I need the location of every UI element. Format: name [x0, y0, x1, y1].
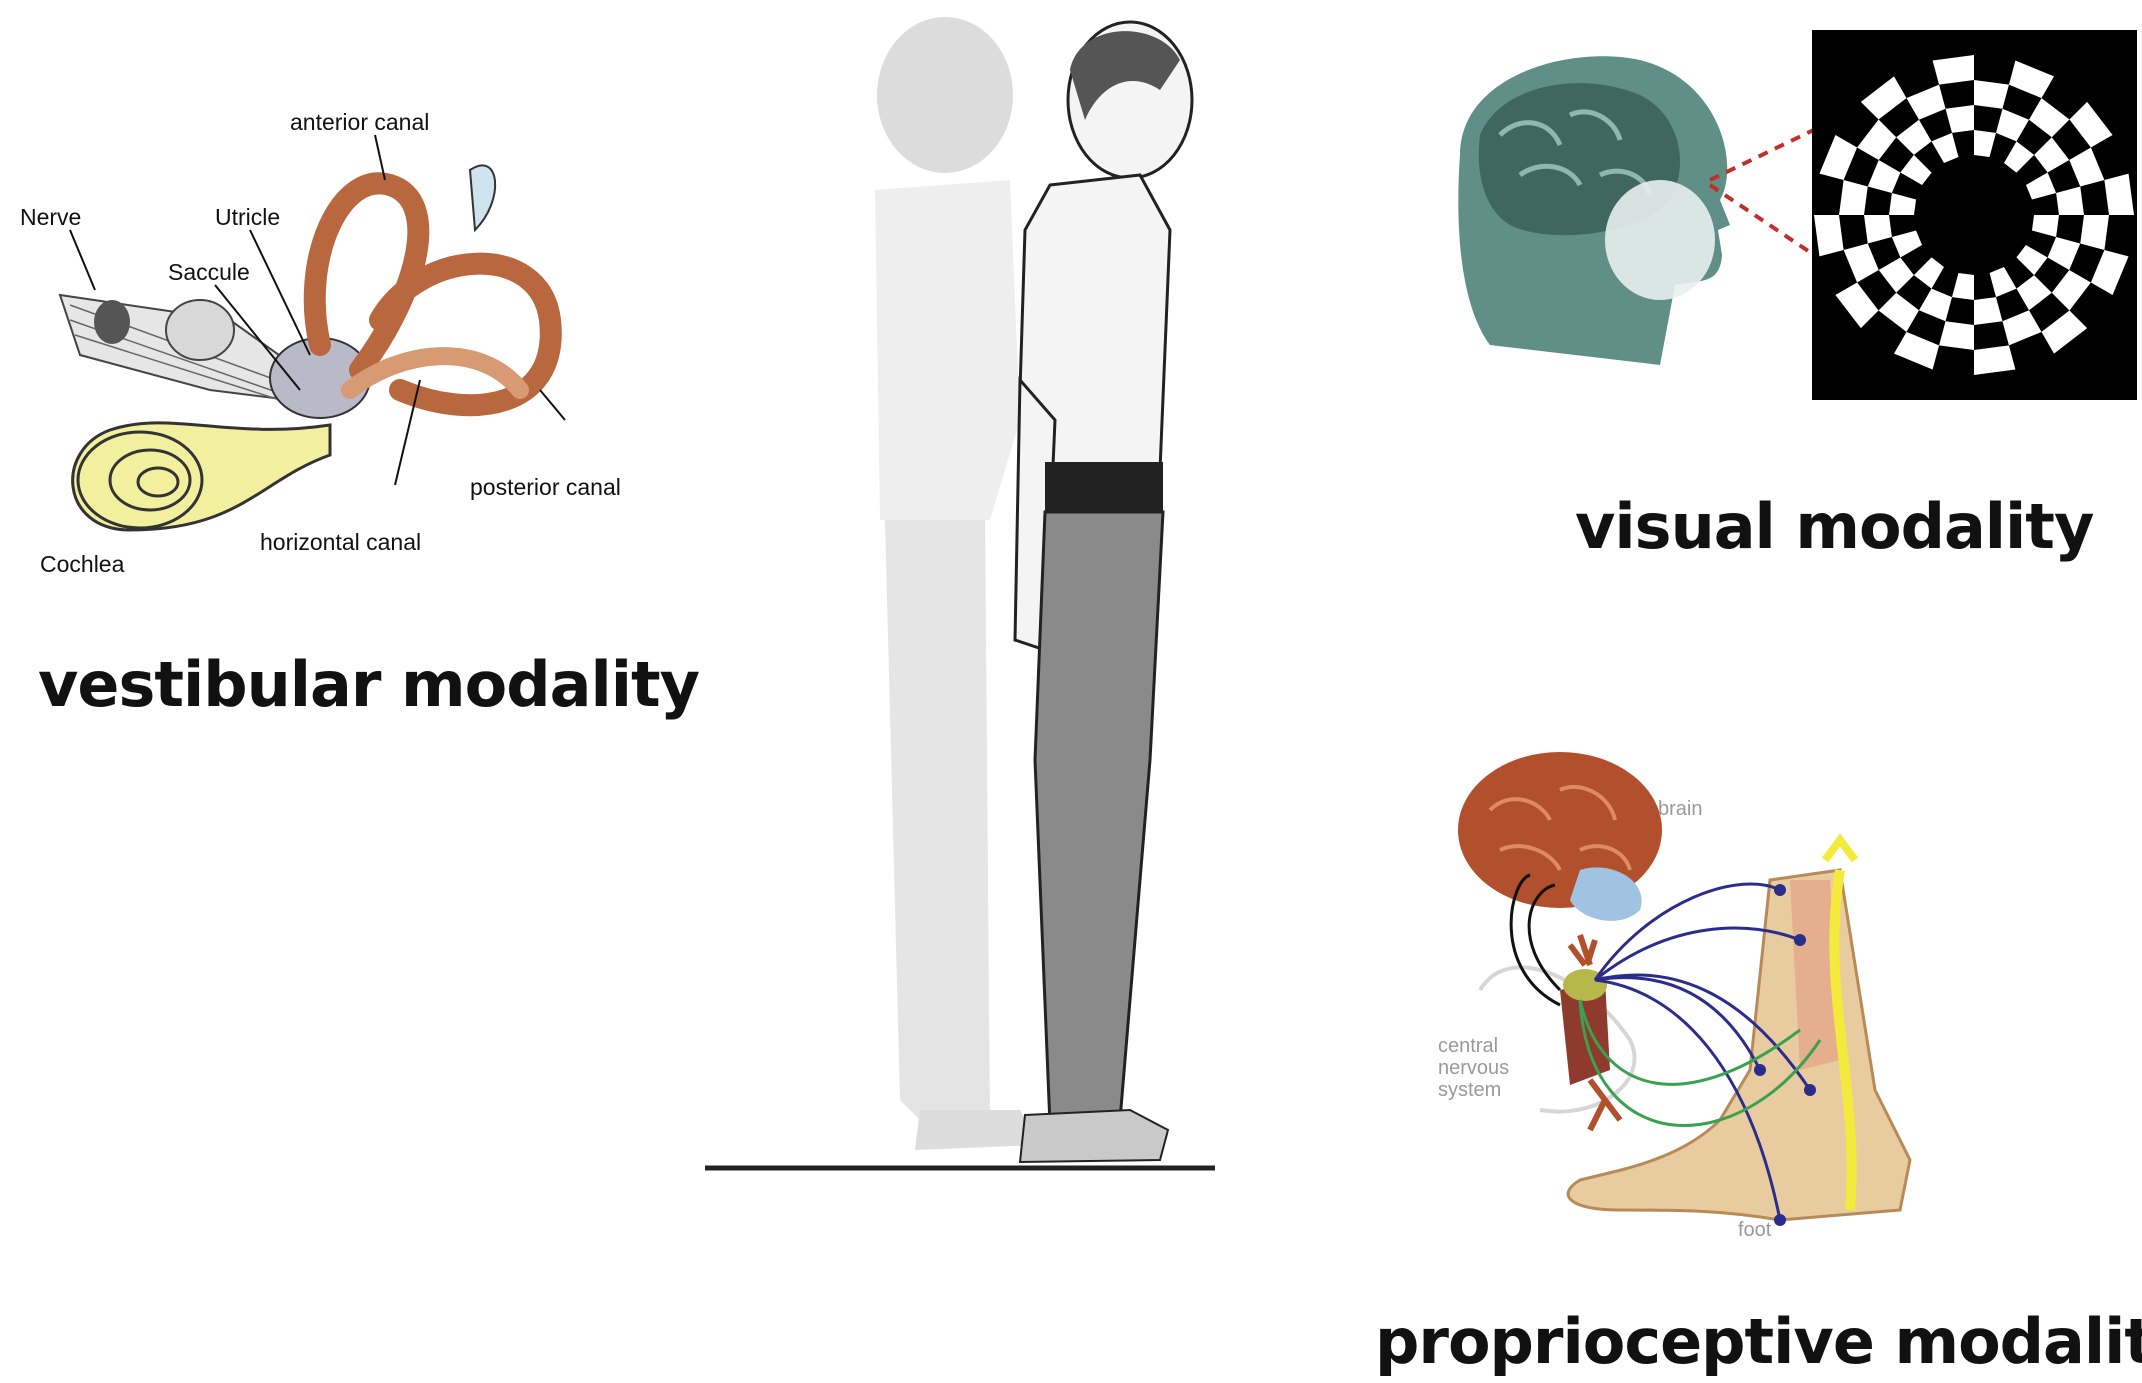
semicircular-canals [315, 183, 551, 405]
label-posterior-canal: posterior canal [470, 474, 621, 500]
label-brain: brain [1658, 798, 1702, 820]
label-saccule: Saccule [168, 259, 250, 285]
head-brain-image [1458, 56, 1730, 365]
label-utricle: Utricle [215, 204, 280, 230]
label-cns-line1: central [1438, 1035, 1498, 1057]
visual-illustration [1400, 25, 2142, 405]
cochlea-shape [73, 423, 330, 530]
proprioceptive-illustration: brain central nervous system foot [1420, 740, 1960, 1260]
label-cns-line2: nervous [1438, 1057, 1509, 1079]
proprioceptive-panel: brain central nervous system foot [1420, 740, 1960, 1260]
label-foot: foot [1738, 1219, 1772, 1241]
vestibular-caption: vestibular modality [38, 648, 699, 721]
ampulla-shape [470, 165, 495, 230]
figure-feet [1020, 1110, 1168, 1162]
checkerboard-stimulus [1812, 30, 2137, 400]
label-cns-line3: system [1438, 1079, 1501, 1101]
visual-caption: visual modality [1575, 490, 2093, 563]
brain-image [1458, 752, 1662, 921]
nerve-bundle [60, 295, 300, 400]
label-nerve: Nerve [20, 204, 81, 230]
foot-leg-image [1568, 870, 1910, 1220]
inner-ear-illustration: anterior canal Nerve Utricle Saccule pos… [0, 90, 660, 610]
label-horizontal-canal: horizontal canal [260, 529, 421, 555]
standing-figure-panel [690, 0, 1250, 1200]
figure-pants [1035, 512, 1163, 1125]
label-anterior-canal: anterior canal [290, 109, 429, 135]
proprioceptive-caption: proprioceptive modality [1375, 1305, 2142, 1378]
visual-panel [1400, 25, 2142, 405]
vestibular-panel: anterior canal Nerve Utricle Saccule pos… [0, 90, 660, 610]
standing-figure-illustration [690, 0, 1250, 1200]
figure-belt [1045, 462, 1163, 514]
upright-figure [1015, 22, 1192, 1162]
label-cochlea: Cochlea [40, 551, 125, 577]
